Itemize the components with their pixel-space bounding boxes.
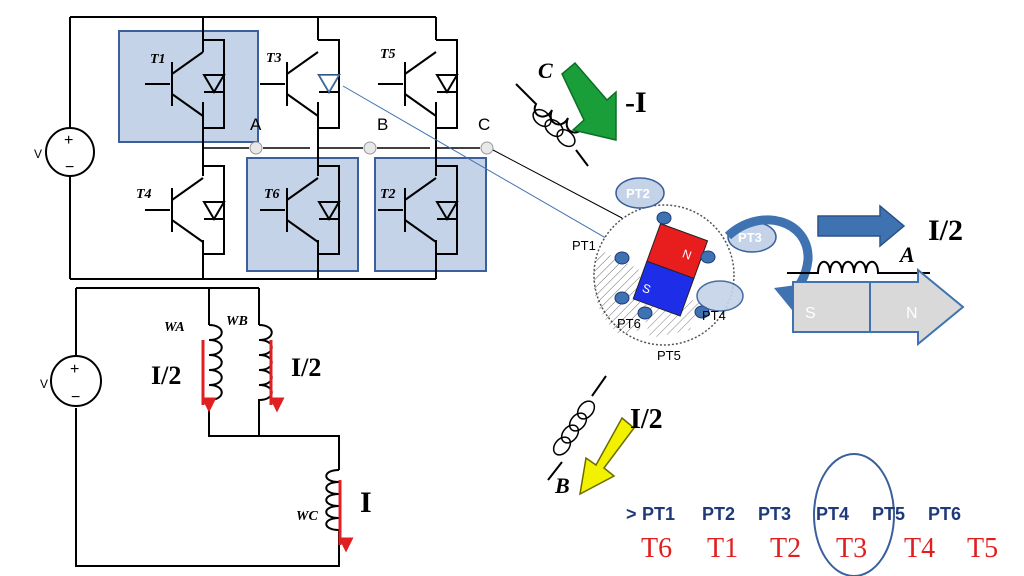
phase-c-label: C bbox=[538, 58, 553, 83]
winding-label-wc: WC bbox=[296, 509, 318, 524]
phase-a: I/2 A S N bbox=[787, 204, 965, 347]
magnet-block bbox=[792, 267, 965, 347]
node-label-b: B bbox=[377, 115, 388, 134]
motor-hatch bbox=[593, 250, 640, 335]
sequence-transistor-3: T2 bbox=[770, 533, 801, 564]
pt4-oval bbox=[696, 280, 744, 312]
sequence-sensor-4: PT4 bbox=[816, 504, 849, 524]
svg-text:−: − bbox=[71, 389, 80, 406]
sequence-prefix: > bbox=[626, 504, 637, 524]
winding-label-wb: WB bbox=[226, 314, 248, 329]
pt2-oval bbox=[615, 177, 665, 209]
dc-source-1 bbox=[45, 127, 95, 177]
sensor-label-pt1: PT1 bbox=[572, 238, 596, 253]
current-label-left: I/2 bbox=[151, 361, 181, 390]
current-label-right: I/2 bbox=[291, 353, 321, 382]
sequence-table: > PT1 PT2 PT3 PT4 PT5 PT6 T6 T1 T2 T3 T4… bbox=[626, 453, 998, 576]
transistor-label-t2: T2 bbox=[380, 187, 396, 202]
dc-source-2 bbox=[50, 355, 102, 407]
transistor-label-t4: T4 bbox=[136, 187, 152, 202]
node-a-terminal bbox=[249, 141, 263, 155]
t3-diode-highlight bbox=[317, 74, 341, 94]
coil-wc bbox=[325, 469, 340, 535]
phase-a-coil bbox=[787, 260, 930, 274]
sensor-label-pt4: PT4 bbox=[702, 308, 726, 323]
svg-text:+: + bbox=[70, 361, 79, 378]
svg-text:+: + bbox=[64, 132, 73, 149]
phase-b-label: B bbox=[554, 473, 570, 498]
sequence-transistor-5: T4 bbox=[904, 533, 935, 564]
phase-b-arrow bbox=[579, 416, 636, 496]
sequence-transistor-6: T5 bbox=[967, 533, 998, 564]
phase-c-current: -I bbox=[625, 86, 647, 119]
sequence-transistor-4: T3 bbox=[836, 533, 867, 564]
motor-hatch-2 bbox=[640, 300, 700, 338]
transistor-label-t1: T1 bbox=[150, 52, 166, 67]
phase-b-coil bbox=[547, 375, 607, 481]
sequence-sensor-1: PT1 bbox=[642, 504, 675, 524]
winding-circuit: + − V WA WB WC I/2 I/2 I bbox=[40, 287, 372, 567]
magnet-north-label: N bbox=[906, 305, 918, 322]
sequence-sensor-3: PT3 bbox=[758, 504, 791, 524]
phase-a-current: I/2 bbox=[928, 214, 963, 247]
sensor-dots bbox=[614, 211, 716, 320]
winding-wires bbox=[75, 287, 340, 567]
sensor-label-pt5: PT5 bbox=[657, 348, 681, 363]
sequence-transistor-2: T1 bbox=[707, 533, 738, 564]
dc-rails bbox=[69, 16, 436, 280]
motor: N S PT1 PT2 PT3 PT4 PT5 PT6 bbox=[572, 177, 777, 363]
sequence-highlight bbox=[813, 453, 895, 576]
magnet-south-label: S bbox=[805, 305, 816, 322]
transistor-label-t5: T5 bbox=[380, 47, 396, 62]
sequence-sensor-5: PT5 bbox=[872, 504, 905, 524]
t1-highlight-box bbox=[118, 30, 259, 143]
phase-c: C -I bbox=[515, 58, 647, 167]
rotor: N S bbox=[632, 223, 709, 317]
sequence-sensor-2: PT2 bbox=[702, 504, 735, 524]
node-c-terminal bbox=[480, 141, 494, 155]
phase-c-coil bbox=[515, 83, 589, 167]
sensor-label-pt6: PT6 bbox=[617, 316, 641, 331]
transistor-label-t3: T3 bbox=[266, 51, 282, 66]
sequence-transistor-1: T6 bbox=[641, 533, 672, 564]
node-label-c: C bbox=[478, 115, 490, 134]
transistor-label-t6: T6 bbox=[264, 187, 280, 202]
phase-c-arrow bbox=[561, 61, 617, 141]
phase-b-current: I/2 bbox=[630, 404, 663, 435]
phase-a-arrow bbox=[817, 204, 906, 248]
phase-b: I/2 B bbox=[547, 375, 663, 498]
rotor-south bbox=[632, 260, 695, 317]
node-c-link bbox=[492, 149, 623, 219]
inverter-circuit: + − V T1 T3 T5 T bbox=[34, 16, 494, 280]
winding-label-wa: WA bbox=[164, 320, 185, 335]
node-label-a: A bbox=[250, 115, 262, 134]
svg-text:−: − bbox=[65, 159, 74, 176]
sequence-sensor-6: PT6 bbox=[928, 504, 961, 524]
t6-highlight-box bbox=[246, 157, 359, 272]
sensor-label-pt2: PT2 bbox=[626, 186, 650, 201]
source-label-2: V bbox=[40, 377, 48, 391]
t2-highlight-box bbox=[374, 157, 487, 272]
current-label-c: I bbox=[360, 486, 372, 519]
phase-a-label: A bbox=[898, 242, 915, 267]
sensor-label-pt3: PT3 bbox=[738, 230, 762, 245]
coil-wa bbox=[208, 324, 223, 410]
node-b-terminal bbox=[363, 141, 377, 155]
source-label-1: V bbox=[34, 147, 42, 161]
